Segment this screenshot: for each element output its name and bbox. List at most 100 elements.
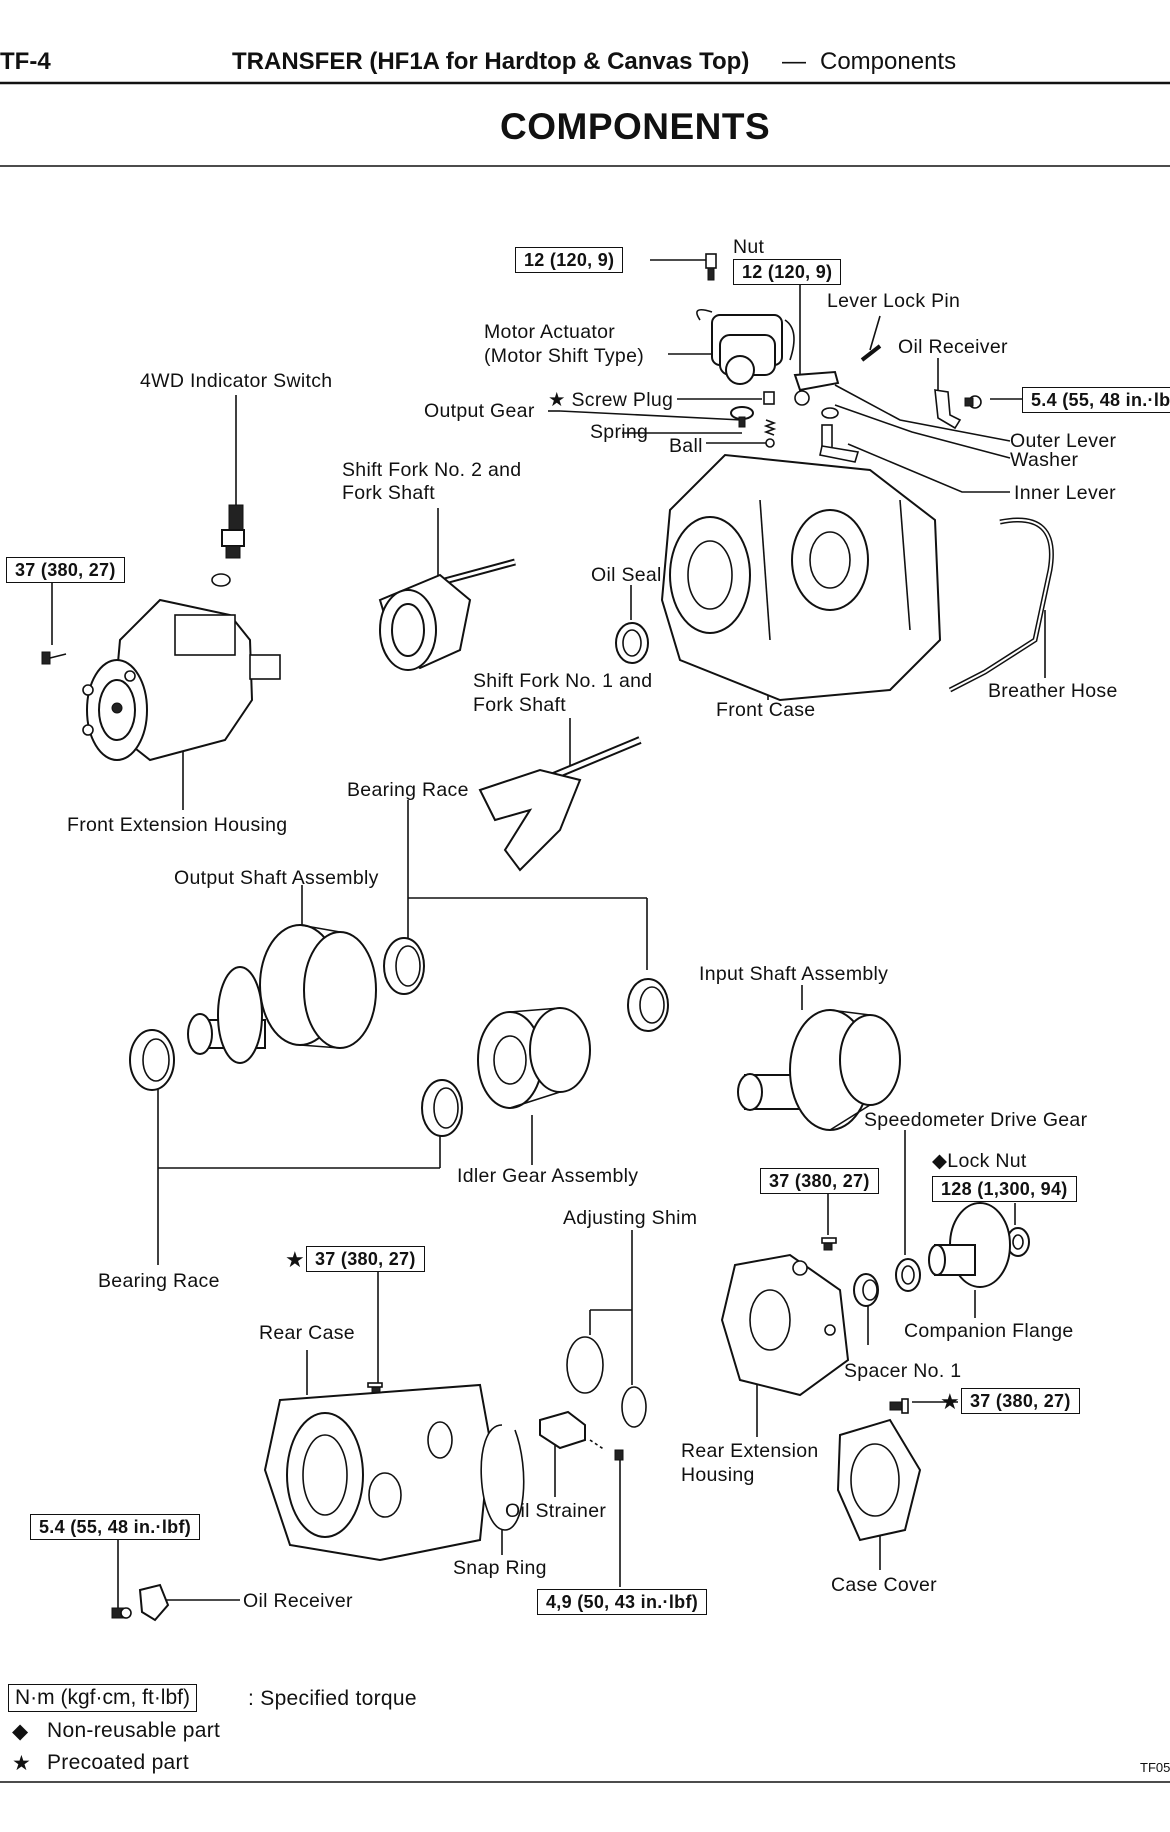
label-front-extension-housing: Front Extension Housing (67, 814, 288, 836)
header-dash: — (782, 48, 806, 75)
motor-actuator (696, 309, 795, 385)
lock-nut (1006, 1227, 1030, 1257)
label-motor-shift-type: (Motor Shift Type) (484, 345, 645, 367)
adjusting-shim-1 (566, 1336, 604, 1394)
washer (821, 407, 839, 419)
label-output-gear: Output Gear (424, 400, 535, 422)
figure-code: TF05 (1140, 1760, 1170, 1775)
label-front-case: Front Case (716, 699, 816, 721)
bearing-race-4 (421, 1079, 463, 1137)
torque-strainer-bolt: 4,9 (50, 43 in.·lbf) (537, 1589, 708, 1615)
label-screw-plug: ★ Screw Plug (548, 389, 674, 411)
label-breather-hose: Breather Hose (988, 680, 1118, 702)
torque-case-cover-bolt: 37 (380, 27) (961, 1388, 1080, 1414)
leader-lines (51, 259, 1046, 1608)
legend-torque-desc: : Specified torque (248, 1687, 417, 1710)
front-case (660, 453, 942, 702)
section-title: TRANSFER (HF1A for Hardtop & Canvas Top) (232, 48, 750, 75)
label-input-shaft-assembly: Input Shaft Assembly (699, 963, 889, 985)
adjusting-shim-2 (621, 1386, 647, 1428)
4wd-indicator-switch (211, 504, 245, 587)
subsection-title: Components (820, 48, 957, 75)
oil-receiver-top (934, 389, 962, 430)
label-inner-lever: Inner Lever (1014, 482, 1116, 504)
lever-lock-pin (860, 344, 882, 362)
precoat-star-case-cover: ★ (940, 1389, 961, 1414)
outer-lever (793, 370, 840, 406)
label-spring: Spring (590, 421, 649, 443)
legend-nonreusable: Non-reusable part (47, 1719, 221, 1742)
label-ball: Ball (669, 435, 703, 457)
torque-front-extension-bolt: 37 (380, 27) (6, 557, 125, 583)
idler-gear-assembly (477, 1007, 591, 1109)
snap-ring (480, 1424, 525, 1531)
output-shaft-assembly (187, 924, 377, 1064)
companion-flange (928, 1202, 1011, 1288)
ball (765, 438, 775, 448)
label-nut: Nut (733, 236, 765, 258)
rear-case (263, 1383, 492, 1562)
shift-fork-2 (378, 558, 516, 671)
output-gear (730, 406, 754, 428)
torque-rear-case-bolt: 37 (380, 27) (306, 1246, 425, 1272)
oil-receiver-bottom (138, 1583, 170, 1622)
label-oil-seal: Oil Seal (591, 564, 662, 586)
label-spacer-no-1: Spacer No. 1 (844, 1360, 962, 1382)
label-shift-fork-1: Shift Fork No. 1 and (473, 670, 653, 692)
legend-precoated-symbol: ★ (12, 1752, 32, 1775)
torque-actuator-bolt: 12 (120, 9) (515, 247, 624, 273)
case-cover-bolt (889, 1398, 909, 1414)
front-extension-bolt (41, 651, 67, 665)
torque-oil-receiver-bottom: 5.4 (55, 48 in.·lbf) (30, 1514, 201, 1540)
label-4wd-indicator-switch: 4WD Indicator Switch (140, 370, 333, 392)
torque-nut: 12 (120, 9) (733, 259, 842, 285)
label-output-shaft-assembly: Output Shaft Assembly (174, 867, 379, 889)
page-title: COMPONENTS (500, 106, 771, 147)
label-bearing-race-bottom: Bearing Race (98, 1270, 220, 1292)
strainer-bolt (589, 1439, 624, 1461)
torque-oil-receiver-top: 5.4 (55, 48 in.·lb (1022, 387, 1170, 413)
label-shift-fork-2: Shift Fork No. 2 and (342, 459, 522, 481)
label-case-cover: Case Cover (831, 1574, 937, 1596)
label-speedometer-drive-gear: Speedometer Drive Gear (864, 1109, 1088, 1131)
speedometer-drive-gear (895, 1258, 921, 1292)
label-motor-actuator: Motor Actuator (484, 321, 616, 343)
label-oil-receiver-top: Oil Receiver (898, 336, 1008, 358)
label-snap-ring: Snap Ring (453, 1557, 547, 1579)
label-bearing-race-top: Bearing Race (347, 779, 469, 801)
oil-strainer (539, 1410, 586, 1450)
rear-extension-bolt (821, 1237, 837, 1251)
legend-nonreusable-symbol: ◆ (12, 1720, 29, 1743)
bearing-race-2 (627, 978, 669, 1032)
spacer-no-1 (853, 1273, 879, 1307)
precoat-star-rear-case: ★ (285, 1247, 306, 1272)
screw-plug (763, 391, 775, 405)
input-shaft-assembly (737, 1009, 901, 1131)
spring (763, 419, 777, 436)
label-idler-gear-assembly: Idler Gear Assembly (457, 1165, 639, 1187)
label-adjusting-shim: Adjusting Shim (563, 1207, 698, 1229)
label-washer: Washer (1010, 449, 1079, 471)
breather-hose (948, 517, 1054, 693)
page-number: TF-4 (0, 48, 51, 75)
label-fork-shaft-2: Fork Shaft (342, 482, 435, 504)
rear-extension-housing (720, 1253, 850, 1397)
label-outer-lever: Outer Lever (1010, 430, 1117, 452)
legend-torque-unit: N·m (kgf·cm, ft·lbf) (8, 1684, 197, 1712)
bearing-race-1 (383, 937, 425, 995)
label-rear-case: Rear Case (259, 1322, 355, 1344)
label-rear-extension-housing: Housing (681, 1464, 755, 1486)
front-extension-housing (82, 598, 281, 762)
label-oil-receiver-bottom: Oil Receiver (243, 1590, 353, 1612)
case-cover (836, 1418, 922, 1542)
shift-fork-1 (478, 736, 642, 872)
label-lever-lock-pin: Lever Lock Pin (827, 290, 961, 312)
oil-seal (615, 622, 649, 664)
torque-lock-nut: 128 (1,300, 94) (932, 1176, 1077, 1202)
oil-receiver-top-bolt (964, 395, 982, 409)
oil-receiver-bottom-bolt (111, 1607, 132, 1619)
rear-case-bolt (367, 1382, 383, 1394)
inner-lever (819, 424, 860, 463)
actuator-bolt (705, 253, 717, 281)
label-oil-strainer: Oil Strainer (505, 1500, 607, 1522)
